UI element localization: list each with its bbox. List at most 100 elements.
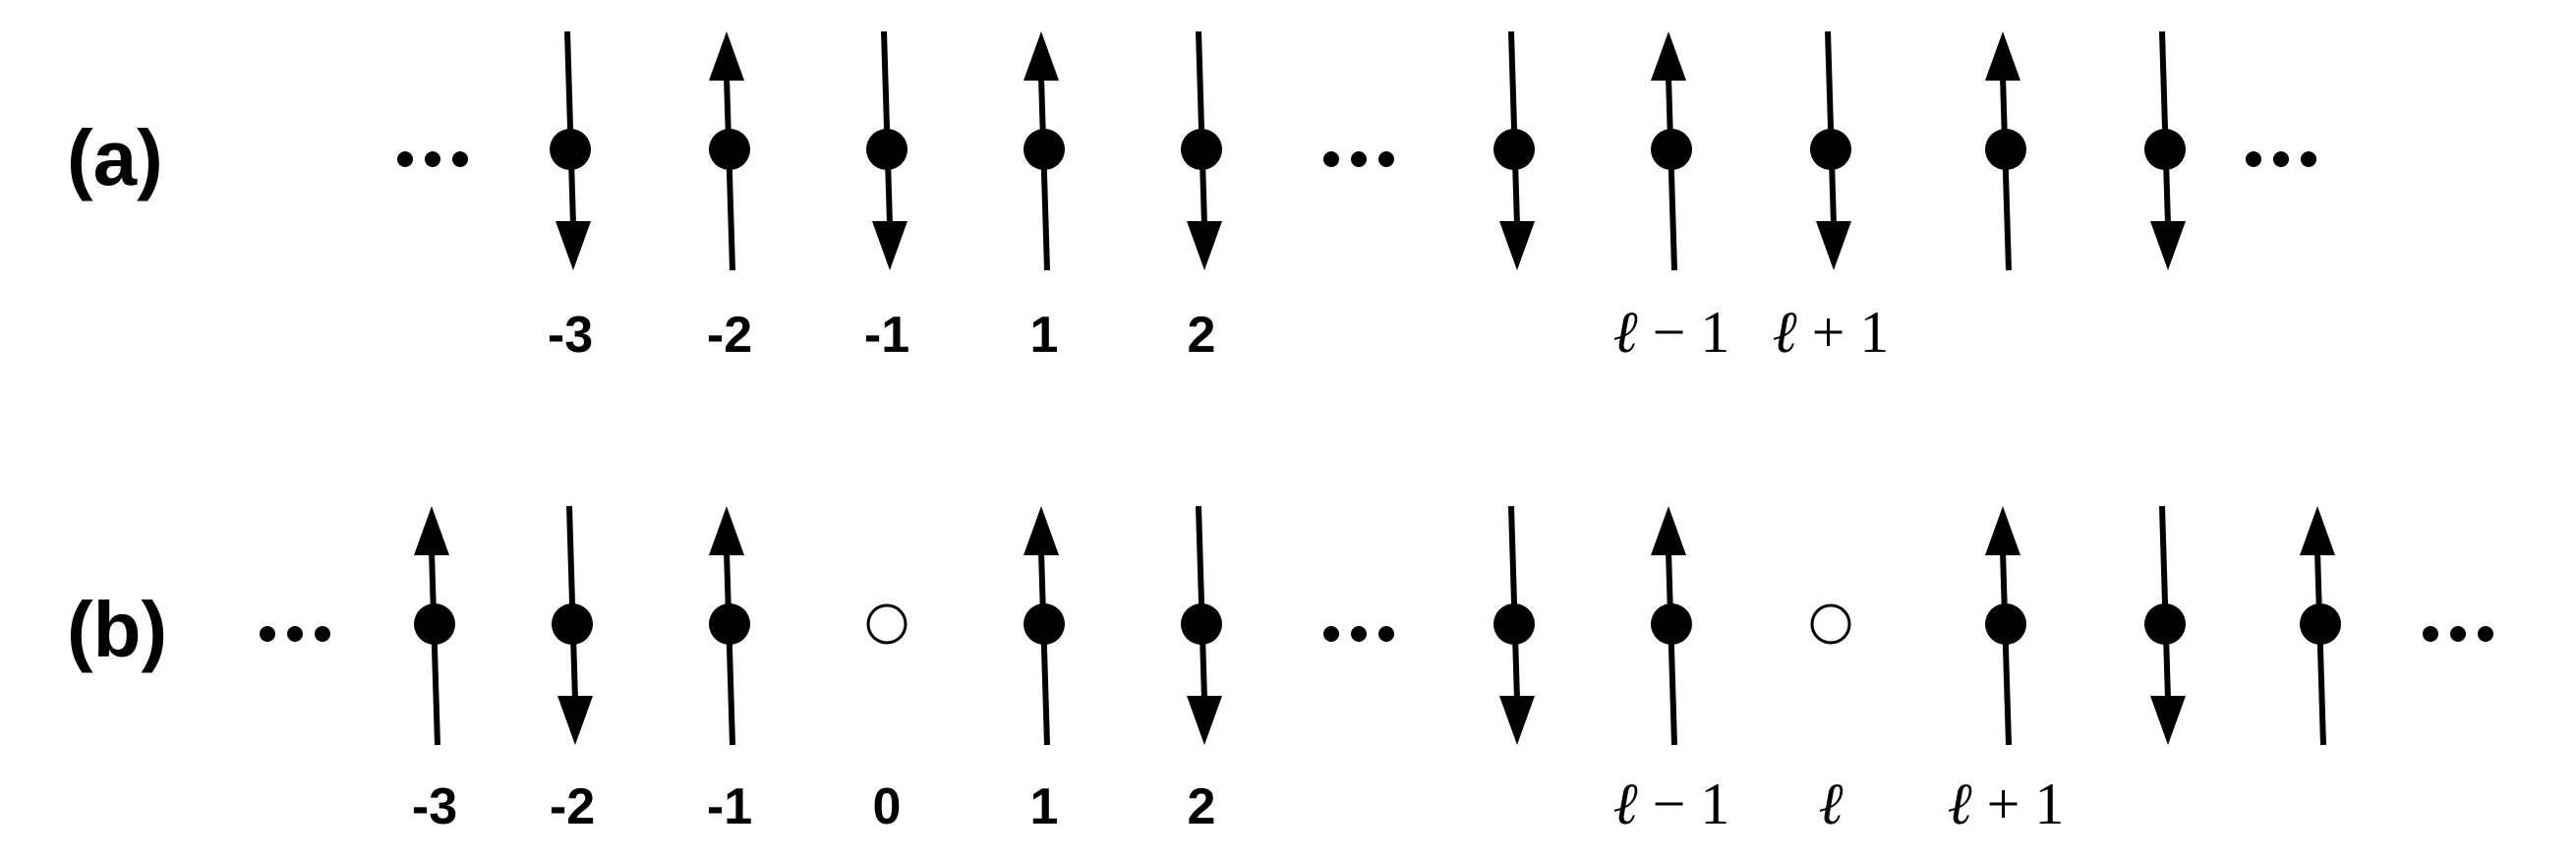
occupied-site-dot — [1985, 603, 2026, 645]
empty-site-circle — [1810, 603, 1851, 645]
occupied-site-dot — [1181, 603, 1222, 645]
occupied-site-dot — [1024, 129, 1065, 170]
spin-stem — [1038, 550, 1050, 746]
site-index-label: 2 — [1188, 778, 1216, 835]
spin-stem — [2000, 550, 2012, 746]
ellipsis-dot — [1323, 626, 1339, 642]
spin-stem — [564, 30, 576, 226]
up-arrowhead — [709, 31, 744, 81]
site-math-label: ℓ + 1 — [1948, 771, 2065, 836]
spin-stem — [566, 505, 578, 701]
spin-up-site — [1651, 31, 1692, 271]
up-arrowhead — [1651, 506, 1686, 555]
occupied-site-dot — [2300, 603, 2341, 645]
spin-up-site — [709, 31, 750, 271]
occupied-site-dot — [1651, 129, 1692, 170]
offset-text: + 1 — [1797, 300, 1890, 365]
down-arrowhead — [557, 696, 593, 745]
spin-down-site — [1810, 30, 1851, 270]
offset-text: − 1 — [1638, 771, 1730, 836]
spin-up-site — [1985, 31, 2026, 271]
spin-up-site — [414, 506, 455, 746]
ellipsis-dot — [2450, 626, 2466, 642]
occupied-site-dot — [552, 603, 593, 645]
spin-down-site — [1181, 30, 1222, 270]
spin-up-site — [709, 506, 750, 746]
spin-stem — [1508, 505, 1520, 701]
ellipsis-dot — [1378, 151, 1394, 167]
ellipsis-dot — [2301, 151, 2316, 167]
ellipsis — [397, 151, 468, 167]
up-arrowhead — [1651, 31, 1686, 81]
ellipsis-dot — [425, 151, 440, 167]
empty-site-circle — [866, 603, 907, 645]
ellipsis-dot — [2273, 151, 2289, 167]
spin-up-site — [2300, 506, 2341, 746]
ellipsis — [1323, 151, 1394, 167]
occupied-site-dot — [709, 603, 750, 645]
ellipsis-dot — [2423, 626, 2438, 642]
down-arrowhead — [872, 221, 907, 270]
down-arrowhead — [1499, 696, 1535, 745]
ellipsis-dot — [2478, 626, 2493, 642]
spin-down-site — [1493, 505, 1535, 745]
up-arrowhead — [1985, 506, 2020, 555]
spin-stem — [1825, 30, 1837, 226]
hole-site — [1810, 603, 1851, 645]
site-index-label: -2 — [707, 307, 752, 364]
hole-site — [866, 603, 907, 645]
offset-text: − 1 — [1638, 300, 1730, 365]
site-index-label: 2 — [1188, 307, 1216, 364]
up-arrowhead — [709, 506, 744, 555]
ellipsis-dot — [1323, 151, 1339, 167]
site-index-label: -2 — [550, 778, 595, 835]
down-arrowhead — [2150, 221, 2186, 270]
down-arrowhead — [556, 221, 591, 270]
occupied-site-dot — [414, 603, 455, 645]
site-math-label: ℓ + 1 — [1773, 300, 1890, 365]
ellipsis-dot — [260, 626, 275, 642]
ell-symbol: ℓ — [1613, 771, 1638, 836]
occupied-site-dot — [1810, 129, 1851, 170]
ellipsis — [2423, 626, 2493, 642]
occupied-site-dot — [709, 129, 750, 170]
down-arrowhead — [1499, 221, 1535, 270]
site-index-label: -1 — [864, 307, 909, 364]
ell-symbol: ℓ — [1819, 771, 1844, 836]
spin-down-site — [2144, 505, 2186, 745]
ell-symbol: ℓ — [1773, 300, 1797, 365]
spin-stem — [724, 550, 735, 746]
down-arrowhead — [1816, 221, 1851, 270]
up-arrowhead — [1985, 31, 2020, 81]
ellipsis-dot — [452, 151, 468, 167]
spin-stem — [2314, 550, 2326, 746]
spin-down-site — [866, 30, 907, 270]
occupied-site-dot — [866, 129, 907, 170]
ellipsis-dot — [1378, 626, 1394, 642]
down-arrowhead — [1187, 221, 1222, 270]
spin-stem — [1196, 505, 1207, 701]
occupied-site-dot — [1181, 129, 1222, 170]
ellipsis — [260, 626, 330, 642]
site-index-label: -1 — [707, 778, 752, 835]
spin-down-site — [1181, 505, 1222, 745]
spin-up-site — [1024, 506, 1065, 746]
spin-stem — [429, 550, 440, 746]
spin-stem — [724, 76, 735, 271]
spin-stem — [1666, 76, 1677, 271]
ellipsis-dot — [1351, 151, 1367, 167]
site-index-label: 1 — [1030, 307, 1059, 364]
site-index-label: 0 — [873, 778, 902, 835]
spin-stem — [2000, 76, 2012, 271]
up-arrowhead — [1024, 31, 1059, 81]
spin-stem — [2159, 505, 2171, 701]
spin-stem — [2159, 30, 2171, 226]
spin-down-site — [550, 30, 591, 270]
ellipsis — [1323, 626, 1394, 642]
ellipsis-dot — [287, 626, 303, 642]
ellipsis — [2246, 151, 2316, 167]
site-index-label: 1 — [1030, 778, 1059, 835]
ell-symbol: ℓ — [1613, 300, 1638, 365]
site-math-label: ℓ — [1819, 771, 1844, 836]
